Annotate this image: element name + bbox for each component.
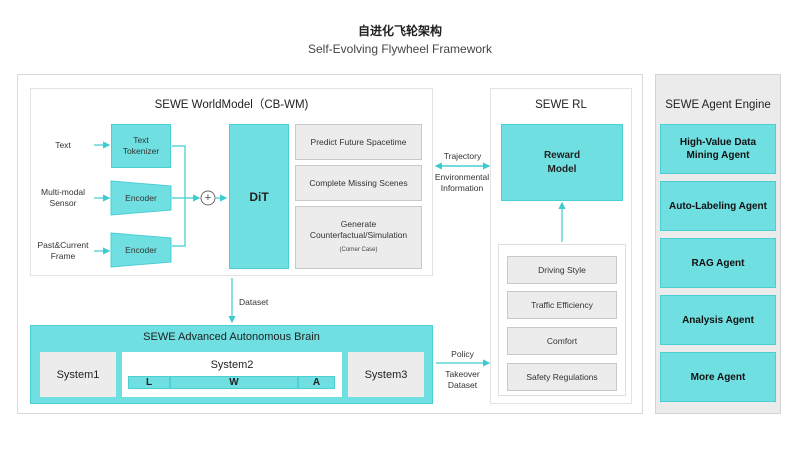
reward-model-box: Reward Model [501, 124, 623, 201]
criterion-safety: Safety Regulations [507, 363, 617, 391]
encoder-sensor: Encoder [125, 192, 157, 203]
input-text: Text [55, 139, 71, 150]
system2-a: A [298, 376, 335, 389]
agent-rag: RAG Agent [660, 238, 776, 288]
label-policy: Policy [451, 348, 474, 359]
agent-auto-labeling: Auto-Labeling Agent [660, 181, 776, 231]
criterion-traffic-efficiency: Traffic Efficiency [507, 291, 617, 319]
brain-title: SEWE Advanced Autonomous Brain [143, 331, 320, 343]
criteria-panel [498, 244, 626, 396]
agent-data-mining: High-Value Data Mining Agent [660, 124, 776, 174]
system2-l: L [128, 376, 170, 389]
input-frame: Past&Current Frame [37, 240, 89, 261]
generate-label: Generate Counterfactual/Simulation [309, 219, 408, 240]
sum-node: + [204, 192, 212, 204]
criterion-comfort: Comfort [507, 327, 617, 355]
text-tokenizer-box: Text Tokenizer [111, 124, 171, 168]
agent-engine-title: SEWE Agent Engine [665, 99, 771, 111]
agent-more: More Agent [660, 352, 776, 402]
input-multimodal-sensor: Multi-modal Sensor [41, 187, 85, 208]
label-takeover: Takeover Dataset [445, 369, 480, 390]
system2-w: W [170, 376, 298, 389]
rl-title: SEWE RL [535, 99, 587, 111]
agent-analysis: Analysis Agent [660, 295, 776, 345]
system2-box [122, 352, 342, 397]
output-predict-future: Predict Future Spacetime [295, 124, 422, 160]
system2-label: System2 [210, 359, 254, 371]
label-environmental: Environmental Information [434, 172, 490, 193]
system3-box: System3 [348, 352, 424, 397]
generate-sublabel: (Corner Case) [339, 247, 378, 253]
output-complete-missing: Complete Missing Scenes [295, 165, 422, 201]
worldmodel-title: SEWE WorldModel（CB-WM) [154, 99, 309, 111]
dit-block: DiT [229, 124, 289, 269]
system1-box: System1 [40, 352, 116, 397]
label-trajectory: Trajectory [443, 150, 482, 161]
diagram-title-en: Self-Evolving Flywheel Framework [307, 42, 493, 56]
label-dataset: Dataset [239, 297, 269, 307]
output-generate-box: Generate Counterfactual/Simulation (Corn… [295, 206, 422, 269]
criterion-driving-style: Driving Style [507, 256, 617, 284]
diagram-title-cn: 自进化飞轮架构 [357, 24, 442, 38]
encoder-frame: Encoder [125, 244, 157, 255]
